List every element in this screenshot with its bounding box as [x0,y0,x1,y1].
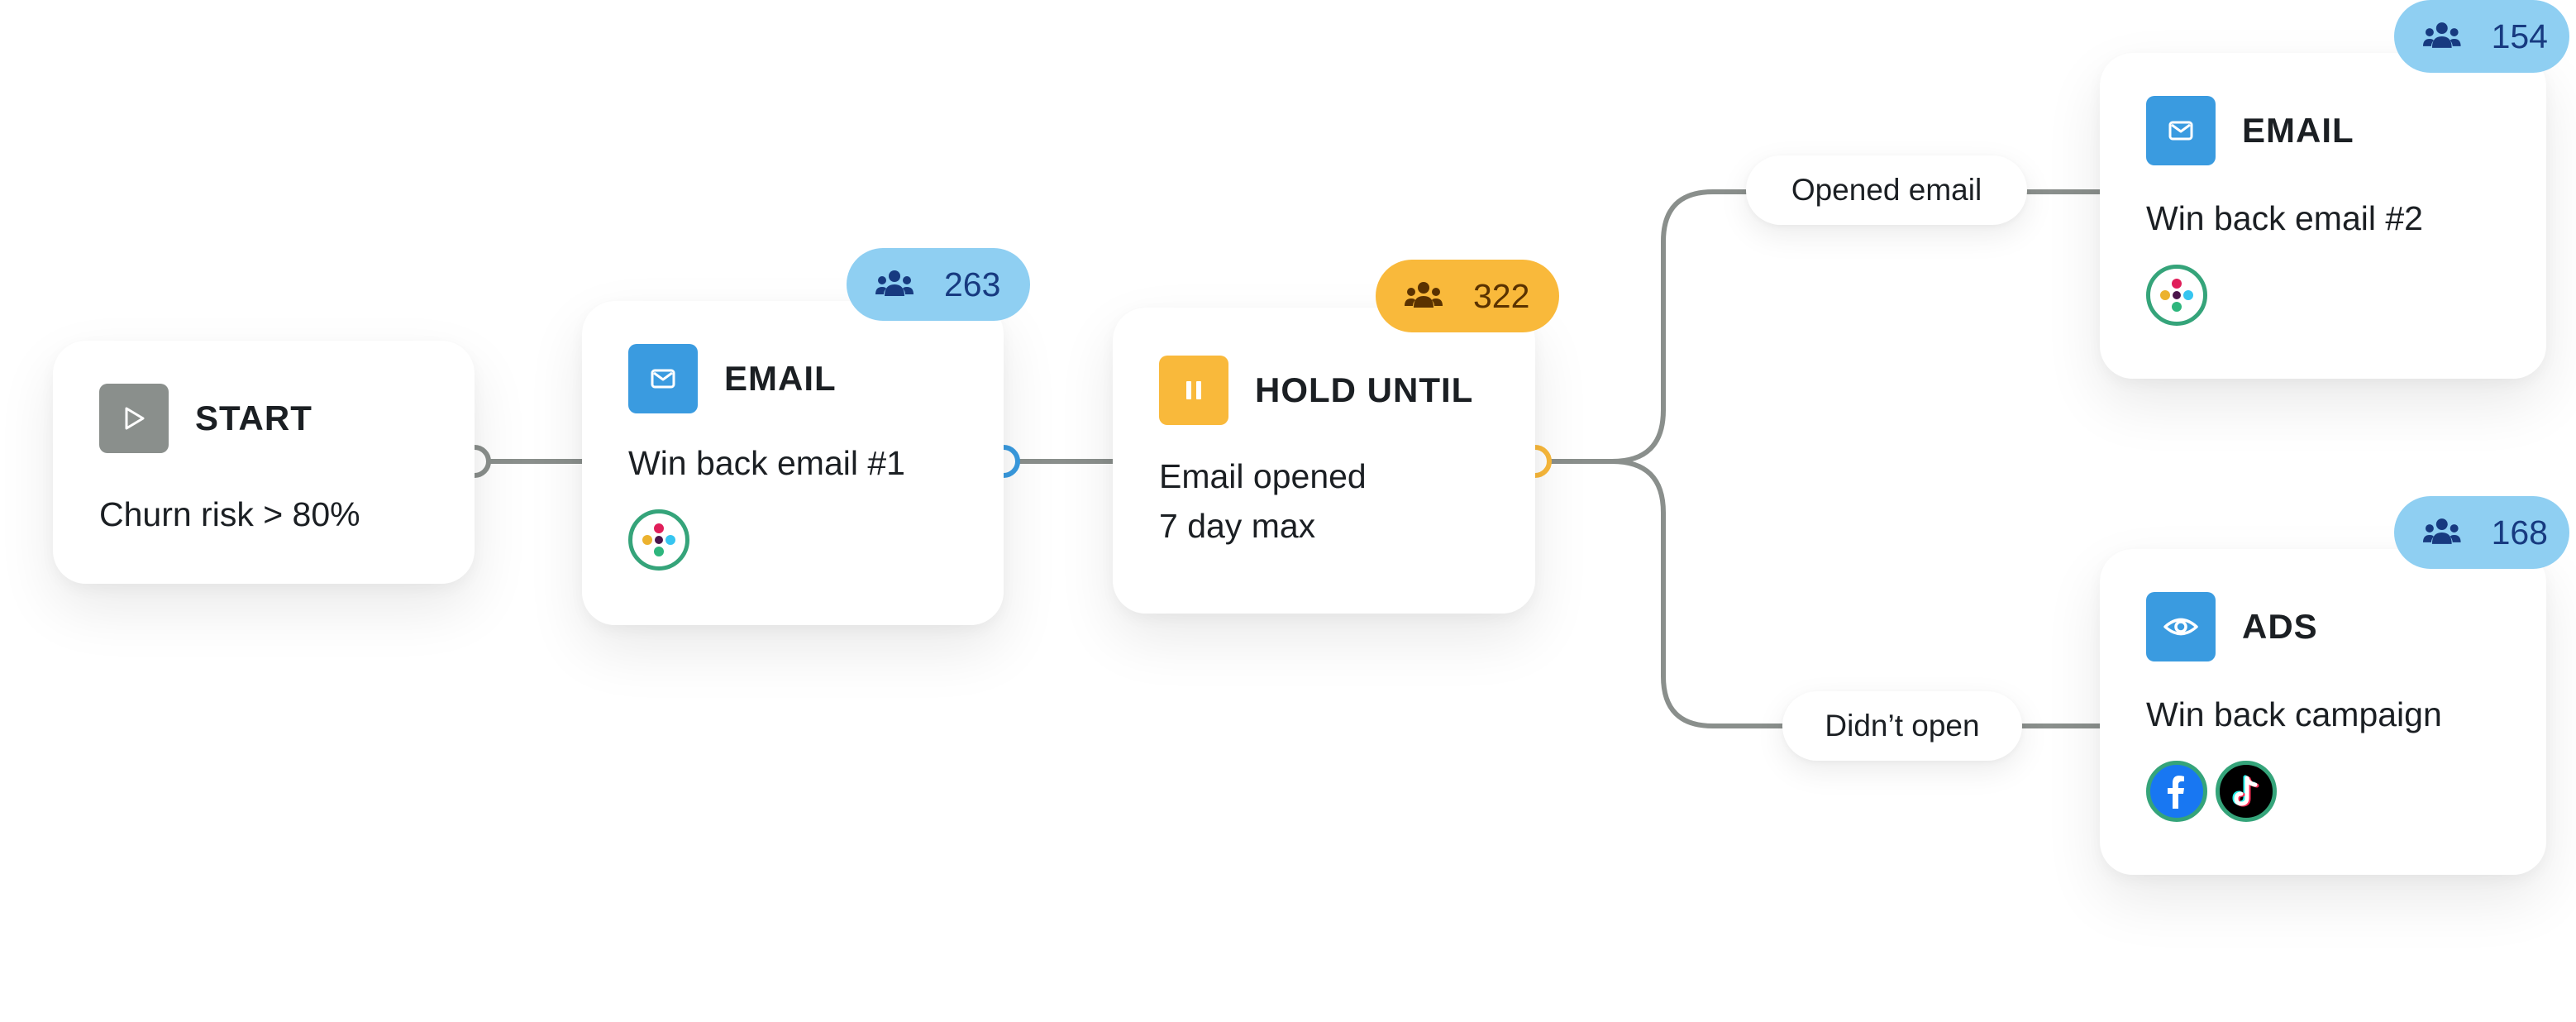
audience-count-badge: 263 [847,248,1030,321]
node-description: Win back campaign [2146,695,2442,733]
start-node[interactable]: START Churn risk > 80% [53,341,475,584]
node-description: Churn risk > 80% [99,495,360,533]
ads-node[interactable]: ADS Win back campaign [2100,549,2546,875]
node-type-label: ADS [2242,607,2318,646]
mail-icon [2146,96,2216,165]
play-icon [99,384,169,453]
slack-logo [628,509,689,571]
mail-icon [628,344,698,413]
audience-count: 322 [1473,276,1530,315]
pause-icon [1159,356,1228,425]
email2-node[interactable]: EMAIL Win back email #2 [2100,53,2546,379]
branch-label-not-opened[interactable]: Didn’t open [1782,691,2022,761]
audience-count: 263 [944,265,1001,303]
slack-logo [2146,265,2207,326]
hold-until-node[interactable]: HOLD UNTIL Email opened 7 day max [1113,308,1535,614]
eye-icon [2146,592,2216,661]
connector-branch-opened [1543,189,1752,464]
node-description-line-1: Email opened [1159,457,1367,495]
node-description: Win back email #1 [628,444,905,482]
tiktok-logo [2216,761,2277,822]
email1-node[interactable]: EMAIL Win back email #1 [582,301,1004,625]
node-type-label: START [195,399,312,437]
audience-count-badge: 322 [1376,260,1559,332]
node-type-label: HOLD UNTIL [1255,370,1474,409]
audience-count-badge: 168 [2394,496,2569,569]
branch-label-opened[interactable]: Opened email [1746,155,2027,225]
audience-count: 168 [2491,513,2548,552]
people-icon [2422,518,2461,544]
audience-count: 154 [2491,17,2548,55]
node-type-label: EMAIL [724,359,837,398]
node-type-label: EMAIL [2242,111,2354,150]
facebook-logo [2146,761,2207,822]
people-icon [2422,22,2461,48]
node-description-line-2: 7 day max [1159,507,1316,545]
connector-branch-not-opened [1610,459,1788,728]
node-description: Win back email #2 [2146,199,2423,237]
people-icon [875,270,914,296]
people-icon [1405,282,1443,308]
audience-count-badge: 154 [2394,0,2569,73]
